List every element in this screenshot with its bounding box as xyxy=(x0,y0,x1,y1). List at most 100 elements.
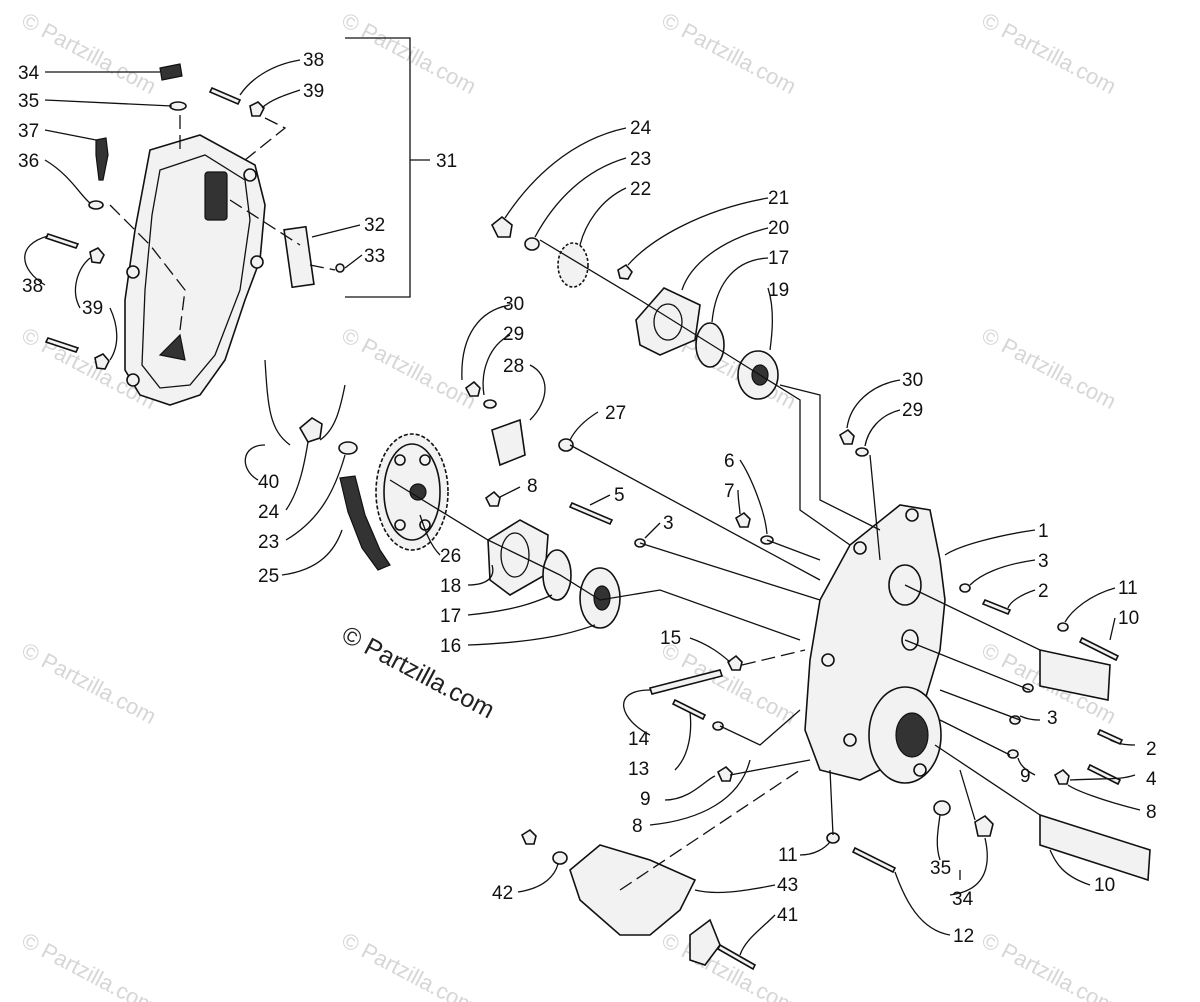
sprocket-icon xyxy=(375,433,449,551)
nut-icon xyxy=(249,101,265,117)
mount-bracket-icon xyxy=(569,844,697,936)
label-32: 32 xyxy=(364,215,385,236)
shaft-icon xyxy=(1039,813,1151,882)
flange-icon xyxy=(635,287,701,356)
chaincase-cover xyxy=(124,134,266,406)
washer-icon xyxy=(712,721,724,731)
label-40: 40 xyxy=(258,472,279,493)
watermark-tile: © Partzilla.com xyxy=(658,7,801,99)
bolt-icon xyxy=(44,233,80,249)
watermark-tile: © Partzilla.com xyxy=(18,637,161,729)
washer-icon xyxy=(855,447,869,457)
label-27: 27 xyxy=(605,403,626,424)
nut-icon xyxy=(94,353,110,370)
label-35: 35 xyxy=(18,91,39,112)
label-12: 12 xyxy=(953,926,974,947)
label-13: 13 xyxy=(628,759,649,780)
label-24: 24 xyxy=(258,502,280,523)
watermark-tile: © Partzilla.com xyxy=(18,927,161,1002)
label-10: 10 xyxy=(1094,875,1115,896)
plate-icon xyxy=(283,225,315,289)
watermark-tile: © Partzilla.com xyxy=(338,322,481,414)
nut-icon xyxy=(838,428,855,445)
nut-icon xyxy=(1053,768,1070,785)
label-43: 43 xyxy=(777,875,798,896)
bolt-icon xyxy=(981,598,1012,616)
label-33: 33 xyxy=(364,246,385,267)
label-21: 21 xyxy=(768,188,789,209)
washer-icon xyxy=(552,851,568,865)
bolt-icon xyxy=(208,86,242,106)
label-1: 1 xyxy=(1038,521,1049,542)
washer-icon xyxy=(959,583,971,593)
watermark-center: © Partzilla.com xyxy=(337,621,499,725)
flange-icon xyxy=(487,519,549,596)
washer-icon xyxy=(524,237,540,251)
screw-icon xyxy=(335,263,345,273)
washer-icon xyxy=(483,399,497,409)
spring-icon xyxy=(264,359,291,446)
label-39: 39 xyxy=(82,298,103,319)
label-3: 3 xyxy=(1047,708,1058,729)
label-23: 23 xyxy=(258,532,279,553)
watermark-tile: © Partzilla.com xyxy=(978,7,1121,99)
label-30: 30 xyxy=(503,294,524,315)
label-34: 34 xyxy=(18,63,40,84)
label-16: 16 xyxy=(440,636,461,657)
parts xyxy=(44,37,1151,971)
label-8: 8 xyxy=(527,476,538,497)
label-19: 19 xyxy=(768,280,789,301)
bushing-icon xyxy=(558,438,574,452)
spring-icon xyxy=(319,384,346,441)
label-25: 25 xyxy=(258,566,279,587)
watermark-tile: © Partzilla.com xyxy=(978,927,1121,1002)
label-17: 17 xyxy=(768,248,789,269)
label-34: 34 xyxy=(952,889,974,910)
nut-icon xyxy=(617,263,633,280)
label-10: 10 xyxy=(1118,608,1139,629)
nut-icon xyxy=(490,215,513,238)
label-38: 38 xyxy=(22,276,43,297)
chain-icon xyxy=(339,475,391,571)
washer-icon xyxy=(338,441,358,455)
dipstick-icon xyxy=(95,137,109,181)
watermark-tile: © Partzilla.com xyxy=(338,927,481,1002)
label-5: 5 xyxy=(614,485,625,506)
label-24: 24 xyxy=(630,118,652,139)
label-42: 42 xyxy=(492,883,513,904)
label-3: 3 xyxy=(663,513,674,534)
label-36: 36 xyxy=(18,151,39,172)
label-7: 7 xyxy=(724,481,735,502)
nut-icon xyxy=(726,654,743,671)
bolt-icon xyxy=(44,337,80,353)
label-2: 2 xyxy=(1146,739,1157,760)
bolt-icon xyxy=(648,669,724,695)
label-31: 31 xyxy=(436,151,457,172)
cap-icon xyxy=(159,63,183,81)
nut-icon xyxy=(734,511,751,528)
oring-icon xyxy=(169,101,187,111)
washer-icon xyxy=(1007,749,1019,759)
label-15: 15 xyxy=(660,628,681,649)
bolt-icon xyxy=(851,846,897,874)
nut-icon xyxy=(89,247,105,264)
label-30: 30 xyxy=(902,370,923,391)
watermark-tile: © Partzilla.com xyxy=(338,7,481,99)
watermark-tile: © Partzilla.com xyxy=(978,322,1121,414)
washer-icon xyxy=(1057,622,1069,632)
label-29: 29 xyxy=(902,400,923,421)
group-bracket xyxy=(345,37,411,298)
bolt-icon xyxy=(716,943,757,971)
bolt-icon xyxy=(568,501,614,526)
label-3: 3 xyxy=(1038,551,1049,572)
label-20: 20 xyxy=(768,218,789,239)
callout-labels: 34 35 37 36 38 39 31 32 33 38 39 40 24 2… xyxy=(18,50,1157,947)
label-14: 14 xyxy=(628,729,650,750)
bracket-icon xyxy=(491,418,526,467)
label-11: 11 xyxy=(778,845,798,866)
seal-icon xyxy=(542,549,572,601)
label-17: 17 xyxy=(440,606,461,627)
label-11: 11 xyxy=(1118,578,1138,599)
plate-icon xyxy=(689,918,721,966)
